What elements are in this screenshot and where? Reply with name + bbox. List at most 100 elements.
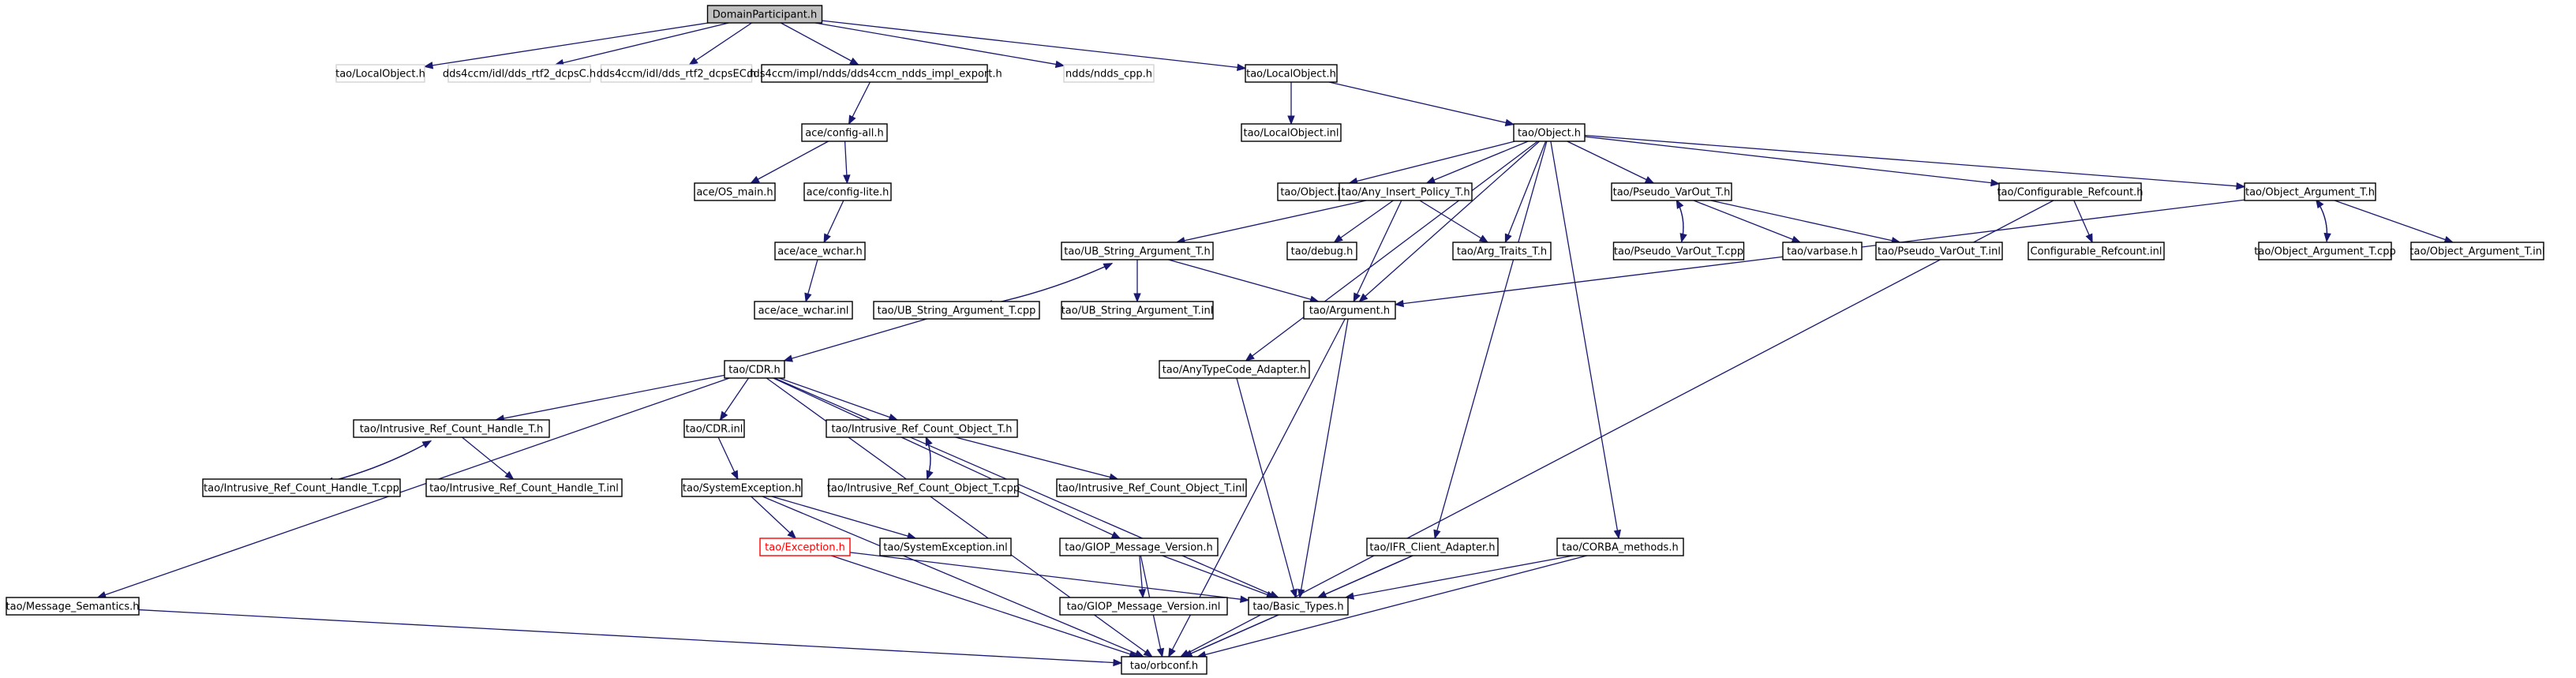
arrowhead-icon <box>1504 233 1512 244</box>
node-tlo2[interactable]: tao/LocalObject.h <box>1245 64 1338 83</box>
node-giopvinl[interactable]: tao/GIOP_Message_Version.inl <box>1059 597 1228 616</box>
node-psvh[interactable]: tao/Pseudo_VarOut_T.h <box>1611 182 1732 201</box>
node-debug[interactable]: tao/debug.h <box>1286 242 1357 260</box>
arrowhead-icon <box>1353 292 1361 303</box>
edge-anyins-to-argh <box>1353 200 1402 303</box>
node-sysexh[interactable]: tao/SystemException.h <box>681 478 803 497</box>
edge-cdrh-to-msgsem <box>96 377 730 599</box>
node-ifrch[interactable]: tao/IFR_Client_Adapter.h <box>1366 538 1499 556</box>
edge-objh-to-anytc <box>1245 140 1538 361</box>
node-box <box>1059 597 1228 616</box>
node-psvcpp[interactable]: tao/Pseudo_VarOut_T.cpp <box>1612 242 1745 260</box>
edge-objh-to-objargh <box>1584 134 2246 190</box>
node-ircocpp[interactable]: tao/Intrusive_Ref_Count_Object_T.cpp <box>827 478 1020 497</box>
node-corbam[interactable]: tao/CORBA_methods.h <box>1556 538 1684 556</box>
node-loinl[interactable]: tao/LocalObject.inl <box>1241 123 1342 142</box>
node-wcharh[interactable]: ace/ace_wchar.h <box>774 242 866 260</box>
node-irchh[interactable]: tao/Intrusive_Ref_Count_Handle_T.h <box>353 419 550 438</box>
node-ubsh[interactable]: tao/UB_String_Argument_T.h <box>1061 242 1214 260</box>
edge-tlo2-to-objh <box>1328 81 1515 126</box>
edge-irchh-to-irchinl <box>462 436 515 480</box>
node-anyins[interactable]: tao/Any_Insert_Policy_T.h <box>1339 182 1473 201</box>
edge-line <box>1584 134 2245 188</box>
node-cdrinl[interactable]: tao/CDR.inl <box>683 419 745 438</box>
node-box <box>1063 64 1155 83</box>
node-label: tao/UB_String_Argument_T.inl <box>1061 305 1214 317</box>
node-box <box>774 242 866 260</box>
node-msgsem[interactable]: tao/Message_Semantics.h <box>6 597 140 616</box>
edge-line <box>689 22 752 66</box>
node-orbconf[interactable]: tao/orbconf.h <box>1121 656 1208 675</box>
node-cfgrc[interactable]: tao/Configurable_Refcount.h <box>1997 182 2144 201</box>
edge-objh-to-argtr <box>1504 140 1547 244</box>
node-psvinl[interactable]: tao/Pseudo_VarOut_T.inl <box>1875 242 2003 260</box>
node-ircoinl[interactable]: tao/Intrusive_Ref_Count_Object_T.inl <box>1056 478 1247 497</box>
node-box <box>2027 242 2165 260</box>
node-ircoh[interactable]: tao/Intrusive_Ref_Count_Object_T.h <box>826 419 1018 438</box>
node-label: tao/Object.inl <box>1280 187 1349 199</box>
node-tlo1[interactable]: tao/LocalObject.h <box>335 64 425 83</box>
node-box <box>1303 301 1396 320</box>
node-anytc[interactable]: tao/AnyTypeCode_Adapter.h <box>1159 360 1310 379</box>
edge-line <box>1353 200 1402 302</box>
node-box <box>694 182 776 201</box>
node-label: dds4ccm/idl/dds_rtf2_dcpsC.h <box>443 69 596 81</box>
node-box <box>759 538 851 556</box>
node-implexp[interactable]: dds4ccm/impl/ndds/dds4ccm_ndds_impl_expo… <box>747 64 1002 83</box>
node-box <box>683 419 745 438</box>
node-objargcpp[interactable]: tao/Object_Argument_T.cpp <box>2254 242 2396 260</box>
node-box <box>1782 242 1863 260</box>
edge-ubsh-to-ubsinl <box>1133 260 1141 303</box>
node-label: dds4ccm/idl/dds_rtf2_dcpsEC.h <box>597 69 756 81</box>
node-ubscpp[interactable]: tao/UB_String_Argument_T.cpp <box>873 301 1040 320</box>
node-box <box>1245 64 1338 83</box>
node-box <box>1121 656 1208 675</box>
node-exch[interactable]: tao/Exception.h <box>759 538 851 556</box>
node-objh[interactable]: tao/Object.h <box>1513 123 1586 142</box>
edge-sysexh-to-orbconf <box>762 496 1145 657</box>
arrowhead-icon <box>849 57 859 66</box>
edge-cdrh-to-irchh <box>494 374 725 422</box>
node-label: tao/SystemException.inl <box>883 542 1007 554</box>
node-label: tao/Arg_Traits_T.h <box>1457 246 1547 258</box>
edge-objh-to-corbam <box>1550 140 1622 540</box>
node-basict[interactable]: tao/Basic_Types.h <box>1248 597 1349 616</box>
edge-line <box>849 552 1249 601</box>
node-objargh[interactable]: tao/Object_Argument_T.h <box>2244 182 2376 201</box>
node-box <box>1998 182 2142 201</box>
node-cdrh[interactable]: tao/CDR.h <box>724 360 785 379</box>
node-label: tao/LocalObject.h <box>335 69 425 81</box>
node-label: tao/Object.h <box>1518 128 1581 140</box>
node-box <box>1248 597 1349 616</box>
edge-line <box>984 263 1113 306</box>
node-dcpsec[interactable]: dds4ccm/idl/dds_rtf2_dcpsEC.h <box>597 64 756 83</box>
node-wcharinl[interactable]: ace/ace_wchar.inl <box>754 301 853 320</box>
node-sysexinl[interactable]: tao/SystemException.inl <box>879 538 1012 556</box>
node-label: DomainParticipant.h <box>713 9 817 21</box>
edge-objh-to-argh <box>1358 140 1541 302</box>
node-cfgrcinl[interactable]: Configurable_Refcount.inl <box>2027 242 2165 260</box>
node-irchcpp[interactable]: tao/Intrusive_Ref_Count_Handle_T.cpp <box>202 478 401 497</box>
node-dcpsc[interactable]: dds4ccm/idl/dds_rtf2_dcpsC.h <box>443 64 596 83</box>
node-cfglite[interactable]: ace/config-lite.h <box>803 182 892 201</box>
node-argtr[interactable]: tao/Arg_Traits_T.h <box>1452 242 1552 260</box>
node-giopvh[interactable]: tao/GIOP_Message_Version.h <box>1059 538 1219 556</box>
node-cfgall[interactable]: ace/config-all.h <box>801 123 888 142</box>
node-irchinl[interactable]: tao/Intrusive_Ref_Count_Handle_T.inl <box>425 478 623 497</box>
node-box <box>1159 360 1310 379</box>
edge-dp-to-tlo2 <box>822 20 1247 72</box>
node-dp[interactable]: DomainParticipant.h <box>706 5 823 24</box>
node-varbase[interactable]: tao/varbase.h <box>1782 242 1863 260</box>
arrowhead-icon <box>1240 595 1250 603</box>
node-objarginl[interactable]: tao/Object_Argument_T.inl <box>2409 242 2545 260</box>
edge-line <box>1168 259 1319 302</box>
node-nddscpp[interactable]: ndds/ndds_cpp.h <box>1063 64 1155 83</box>
node-ubsinl[interactable]: tao/UB_String_Argument_T.inl <box>1061 301 1214 320</box>
node-label: tao/Object_Argument_T.cpp <box>2254 246 2395 258</box>
node-objinl[interactable]: tao/Object.inl <box>1277 182 1353 201</box>
node-argh[interactable]: tao/Argument.h <box>1303 301 1396 320</box>
arrowhead-icon <box>719 410 728 421</box>
arrowhead-icon <box>1425 176 1436 184</box>
node-osmain[interactable]: ace/OS_main.h <box>694 182 776 201</box>
